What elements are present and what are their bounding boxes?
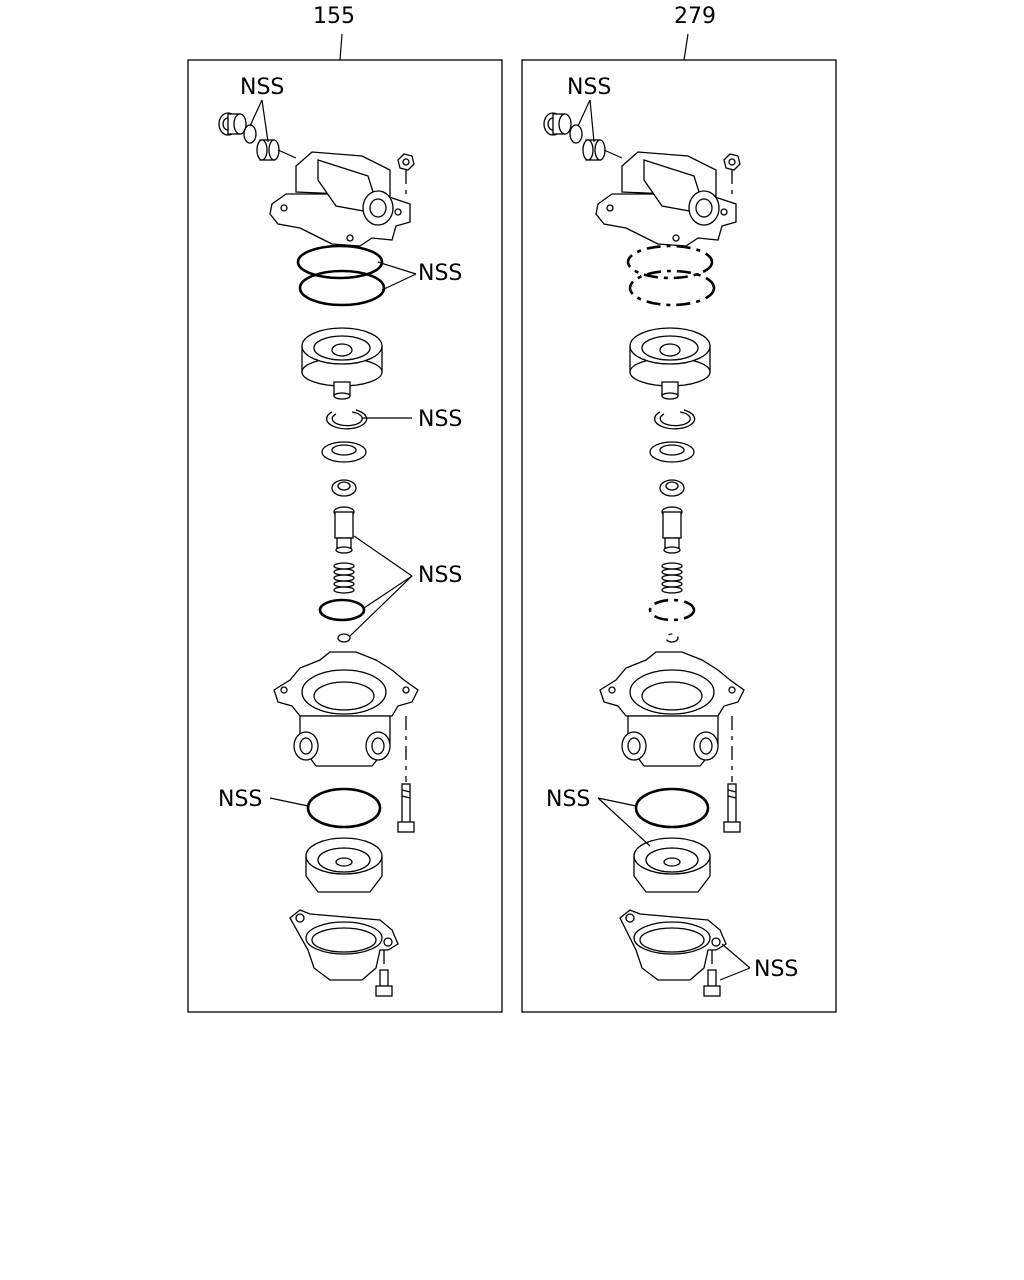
upper-housing (269, 151, 411, 247)
nss-leader (597, 797, 637, 807)
diaphragm-cup (305, 837, 383, 893)
panel-number-leader (339, 33, 343, 61)
large-ring-lower (298, 269, 386, 307)
short-bolt (375, 950, 393, 997)
nss-leader (363, 575, 413, 609)
nss-leader (261, 99, 269, 143)
o-ring-medium (648, 598, 696, 622)
washer (321, 441, 367, 463)
panel-number-279: 279 (674, 4, 716, 29)
valve-plunger (333, 506, 355, 554)
washer-hole (331, 444, 357, 456)
nss-label-fitting: NSS (240, 75, 284, 100)
nss-leader (377, 261, 417, 275)
short-bolt (703, 950, 721, 997)
large-ring-upper (296, 244, 384, 280)
nss-label-lower-ring: NSS (218, 787, 262, 812)
nss-leader (269, 797, 309, 807)
nss-leader (349, 575, 413, 637)
panel-279: 279 NSS (521, 4, 837, 1013)
spring (661, 562, 683, 594)
nss-label-snap-ring: NSS (418, 407, 462, 432)
middle-housing (273, 651, 419, 767)
valve-plunger (661, 506, 683, 554)
nss-label-rings: NSS (418, 261, 462, 286)
panel-frame (521, 59, 837, 1013)
assembly-leader (603, 149, 623, 159)
long-bolt (397, 783, 415, 833)
bottom-cover (619, 909, 727, 981)
hex-nut (723, 153, 741, 200)
assembly-leader (277, 149, 297, 159)
bushing (582, 139, 606, 161)
snap-ring-inner (659, 411, 691, 427)
large-o-ring-lower (306, 787, 382, 829)
diaphragm-cup (633, 837, 711, 893)
upper-housing (595, 151, 737, 247)
snap-ring-inner (331, 411, 363, 427)
large-ring-upper (626, 244, 714, 280)
bottom-cover (289, 909, 399, 981)
nss-leader (249, 99, 263, 127)
o-ring-tiny (665, 633, 679, 643)
panel-155: 155 (187, 4, 503, 1013)
piston (629, 327, 711, 400)
panel-number-leader (683, 33, 689, 61)
fitting-nut (543, 112, 572, 136)
nss-leader (597, 797, 651, 847)
small-ring-hole (665, 481, 679, 491)
nss-label-fitting: NSS (567, 75, 611, 100)
large-ring-lower (628, 269, 716, 307)
nss-leader (589, 99, 595, 143)
hex-nut (397, 153, 415, 200)
large-o-ring-lower (634, 787, 710, 829)
nss-leader (577, 99, 591, 127)
o-ring-small (569, 124, 583, 144)
piston (301, 327, 383, 400)
o-ring-medium (318, 598, 366, 622)
fitting-nut (218, 112, 247, 136)
o-ring-tiny (337, 633, 351, 643)
snap-ring (653, 409, 696, 430)
long-bolt (723, 783, 741, 833)
middle-housing (599, 651, 745, 767)
bushing (256, 139, 280, 161)
nss-leader (721, 943, 751, 969)
small-ring-hole (337, 481, 351, 491)
nss-leader (353, 535, 413, 577)
snap-ring (325, 409, 368, 430)
nss-label-cover-bolt: NSS (754, 957, 798, 982)
nss-label-lower-ring: NSS (546, 787, 590, 812)
panel-frame (187, 59, 503, 1013)
nss-label-valve: NSS (418, 563, 462, 588)
nss-leader (719, 967, 751, 981)
washer (649, 441, 695, 463)
nss-leader (381, 273, 417, 291)
spring (333, 562, 355, 594)
o-ring-small (243, 124, 257, 144)
panel-number-155: 155 (313, 4, 355, 29)
washer-hole (659, 444, 685, 456)
